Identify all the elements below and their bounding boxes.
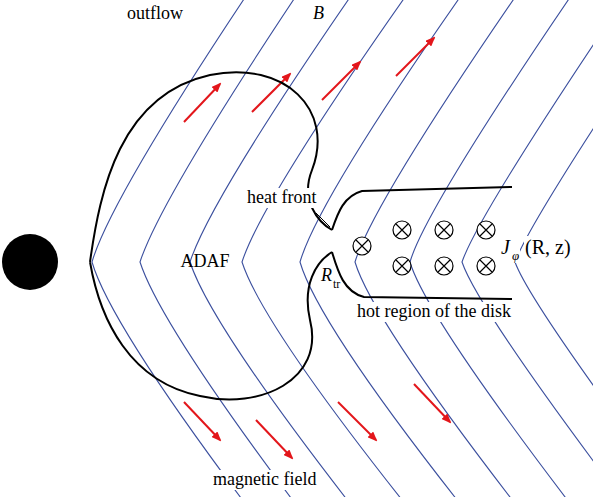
magnetic-field-lines bbox=[92, 0, 593, 497]
subscript: tr bbox=[332, 278, 341, 291]
leader-line bbox=[316, 213, 330, 227]
current-arguments: (R, z) bbox=[524, 236, 572, 258]
outflow-arrows bbox=[184, 38, 450, 458]
radius-symbol: R bbox=[320, 266, 333, 286]
adaf-region: ADAF bbox=[86, 62, 338, 405]
annotation: heat front bbox=[246, 188, 317, 208]
subscript: φ bbox=[511, 249, 520, 263]
current-symbol: J bbox=[500, 236, 511, 258]
field-symbol: B bbox=[312, 4, 325, 24]
region-label: ADAF bbox=[180, 252, 229, 272]
black-hole bbox=[2, 234, 58, 290]
annotation: magnetic field bbox=[212, 470, 317, 490]
disk-outline bbox=[332, 187, 512, 299]
annotation: outflow bbox=[126, 4, 184, 24]
current-symbols bbox=[353, 221, 495, 275]
adaf-outline bbox=[86, 62, 338, 405]
annotation: hot region of the disk bbox=[356, 302, 512, 322]
